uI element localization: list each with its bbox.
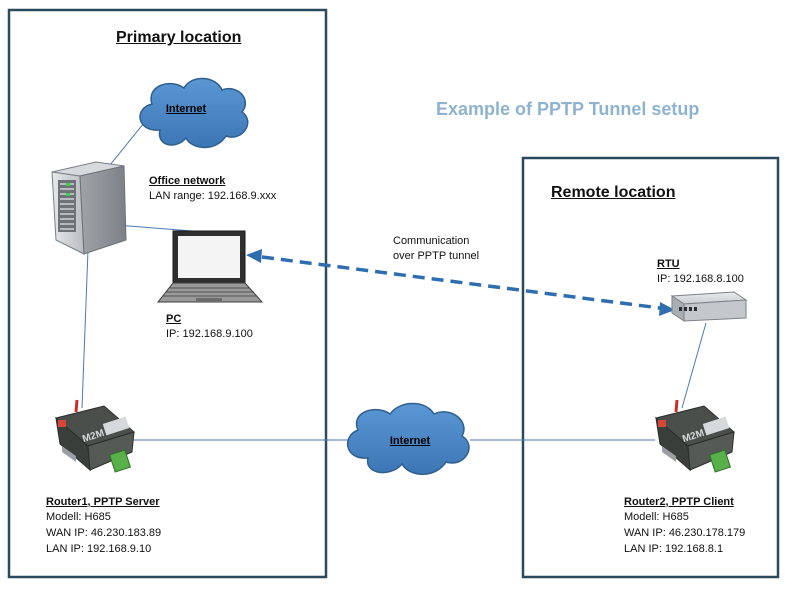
- router2-icon: M2M: [654, 399, 736, 473]
- pc-label: PC: [166, 313, 182, 325]
- tunnel-arrow-left: [246, 249, 262, 263]
- pc-ip: IP: 192.168.9.100: [166, 328, 253, 340]
- pc-laptop-icon: [156, 230, 264, 303]
- router1-icon: M2M: [54, 399, 136, 473]
- remote-location-box: [521, 156, 780, 579]
- primary-internet-label: Internet: [165, 103, 207, 115]
- office-network-label: Office network: [149, 175, 226, 187]
- server-tower-icon: [51, 161, 127, 255]
- router2-label: Router2, PPTP Client: [624, 496, 734, 508]
- server-router1-link: [81, 249, 89, 409]
- rtu-label: RTU: [657, 258, 680, 270]
- diagram-title: Example of PPTP Tunnel setup: [436, 99, 700, 119]
- pptp-tunnel-line: [261, 255, 661, 310]
- router2-lan-ip: LAN IP: 192.168.8.1: [624, 543, 724, 555]
- remote-location-title: Remote location: [551, 184, 676, 201]
- router1-wan-ip: WAN IP: 46.230.183.89: [46, 527, 162, 539]
- primary-location-box: [7, 8, 328, 579]
- center-internet-label: Internet: [389, 435, 431, 447]
- router1-model: Modell: H685: [46, 511, 111, 523]
- router2-model: Modell: H685: [624, 511, 689, 523]
- tunnel-arrow-right: [659, 302, 675, 316]
- router2-wan-ip: WAN IP: 46.230.178.179: [624, 527, 746, 539]
- tunnel-caption-line2: over PPTP tunnel: [393, 250, 480, 262]
- rtu-device-icon: [670, 291, 748, 322]
- server-cloud-link: [109, 117, 149, 166]
- router1-label: Router1, PPTP Server: [46, 496, 160, 508]
- center-internet-cloud: [346, 402, 470, 475]
- rtu-ip: IP: 192.168.8.100: [657, 273, 744, 285]
- primary-location-title: Primary location: [116, 29, 242, 46]
- router2-rtu-link: [681, 322, 707, 409]
- tunnel-caption-line1: Communication: [393, 235, 470, 247]
- office-lan-range: LAN range: 192.168.9.xxx: [149, 190, 277, 202]
- router1-lan-ip: LAN IP: 192.168.9.10: [46, 543, 152, 555]
- primary-internet-cloud: [139, 77, 249, 149]
